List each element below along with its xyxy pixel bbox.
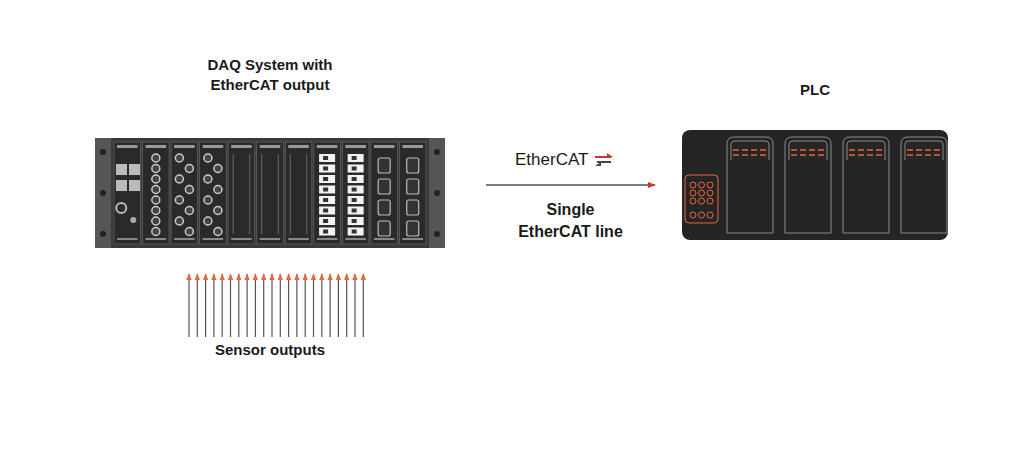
plc-unit: PLC (682, 80, 948, 240)
daq-system: DAQ System with EtherCAT output (95, 55, 445, 250)
node-heading: DAQ System with EtherCAT output (195, 55, 345, 96)
node-heading: PLC (755, 80, 875, 100)
sensor-label: Sensor outputs (200, 341, 340, 358)
edge-label: Single EtherCAT line (509, 199, 633, 242)
daq-rack-illustration (95, 138, 445, 250)
ethercat-logo-arrows (595, 153, 613, 166)
plc-illustration (682, 130, 948, 242)
protocol-logo: EtherCAT (515, 150, 595, 170)
sensor-arrows (189, 274, 363, 337)
ethercat-connector (486, 184, 655, 185)
